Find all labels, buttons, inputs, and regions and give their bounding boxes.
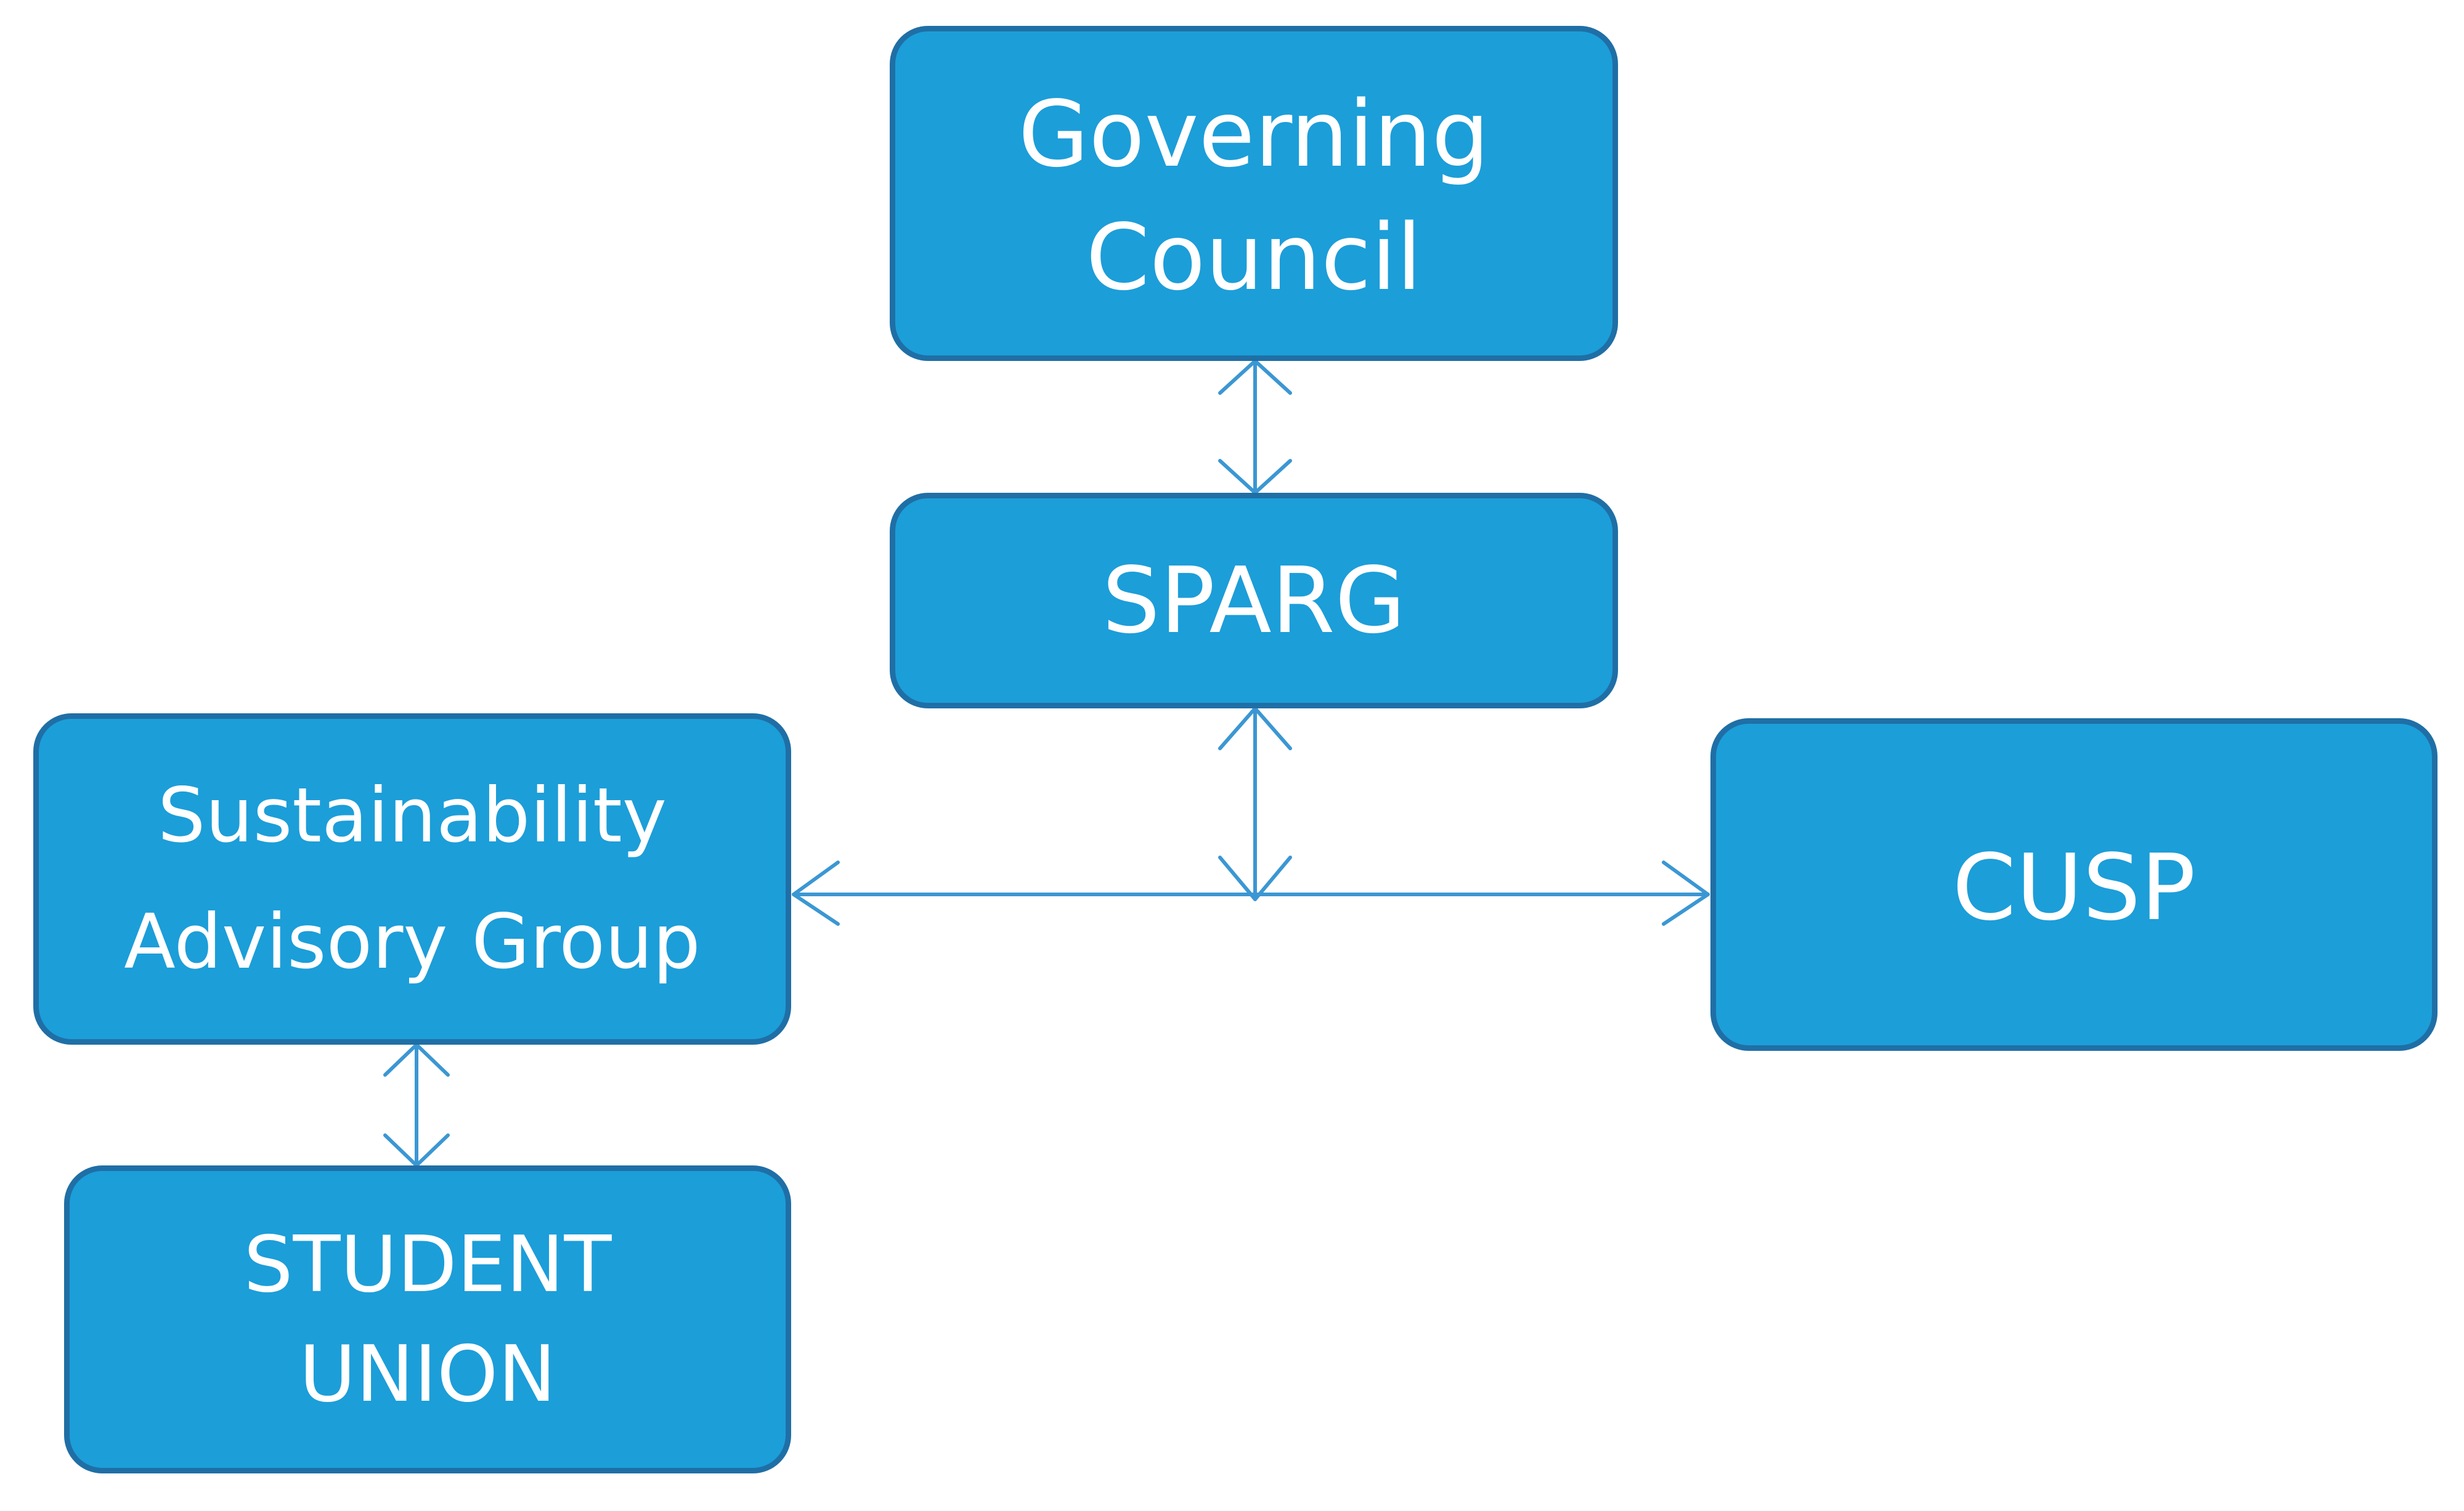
sag-label-line-1: Sustainability bbox=[157, 772, 667, 859]
arrowhead-up-sparg bbox=[1218, 707, 1292, 750]
governing-council-box: Governing Council bbox=[890, 26, 1618, 361]
student-union-label-line-2: UNION bbox=[299, 1329, 556, 1419]
sparg-label: SPARG bbox=[1102, 548, 1406, 654]
arrowhead-left-sag bbox=[792, 861, 840, 926]
arrowhead-up-council bbox=[1218, 359, 1292, 395]
cusp-label: CUSP bbox=[1952, 835, 2196, 941]
sparg-box: SPARG bbox=[890, 493, 1618, 708]
governing-council-label-line-1: Governing bbox=[1018, 81, 1490, 187]
sustainability-advisory-group-box: Sustainability Advisory Group bbox=[33, 713, 791, 1045]
arrowhead-up-sag bbox=[383, 1043, 450, 1077]
student-union-label-line-1: STUDENT bbox=[243, 1219, 612, 1310]
sag-label-line-2: Advisory Group bbox=[124, 898, 701, 986]
cusp-box: CUSP bbox=[1710, 718, 2438, 1051]
arrowhead-right-cusp bbox=[1662, 861, 1710, 926]
governing-council-label-line-2: Council bbox=[1086, 205, 1422, 310]
student-union-box: STUDENT UNION bbox=[64, 1165, 791, 1473]
arrowhead-down-junction bbox=[1218, 856, 1292, 901]
